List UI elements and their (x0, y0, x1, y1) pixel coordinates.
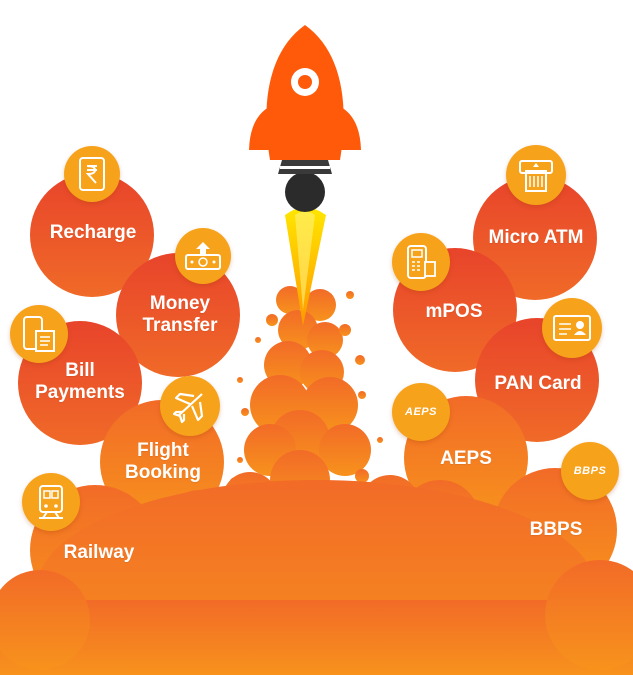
money-transfer-badge (175, 228, 231, 284)
aeps-label: AEPS (440, 448, 492, 469)
money-transfer-bubble[interactable] (116, 253, 240, 377)
cloud-base (0, 468, 633, 675)
mpos-badge (392, 233, 450, 291)
railway-badge (22, 473, 80, 531)
id-card-icon (553, 315, 591, 341)
recharge-bubble[interactable] (30, 173, 154, 297)
micro-atm-label: Micro ATM (488, 227, 584, 248)
micro-atm-badge (506, 145, 566, 205)
bill-payments-line2: Payments (35, 382, 125, 403)
rocket-icon (249, 25, 361, 326)
airplane-icon (172, 392, 204, 424)
flight-booking-label: Flight Booking (105, 440, 221, 484)
money-transfer-label: Money Transfer (120, 293, 240, 337)
bill-payments-badge (10, 305, 68, 363)
flight-booking-line2: Booking (125, 462, 201, 483)
smoke-column (229, 286, 393, 510)
bbps-label: BBPS (529, 519, 583, 540)
cash-upload-icon (185, 242, 221, 270)
recharge-badge (64, 146, 120, 202)
bbps-badge: BBPS (561, 442, 619, 500)
recharge-label: Recharge (49, 222, 137, 243)
atm-card-icon (519, 160, 553, 192)
flight-booking-badge (160, 376, 220, 436)
bill-payments-line1: Bill (65, 360, 95, 381)
train-icon (39, 485, 63, 519)
mobile-bill-icon (23, 316, 55, 352)
pan-card-badge (542, 298, 602, 358)
money-transfer-line2: Transfer (142, 315, 218, 336)
money-transfer-line1: Money (149, 293, 211, 314)
micro-atm-bubble[interactable] (473, 176, 597, 300)
aeps-logo-icon: AEPS (405, 406, 437, 418)
phone-rupee-icon (79, 157, 105, 191)
aeps-badge: AEPS (392, 383, 450, 441)
pos-terminal-icon (407, 245, 436, 279)
bbps-logo-icon: BBPS (573, 465, 607, 477)
mpos-label: mPOS (425, 301, 483, 322)
bill-payments-label: Bill Payments (22, 360, 138, 404)
railway-label: Railway (63, 542, 135, 563)
flight-booking-line1: Flight (137, 440, 189, 461)
pan-card-label: PAN Card (494, 373, 582, 394)
